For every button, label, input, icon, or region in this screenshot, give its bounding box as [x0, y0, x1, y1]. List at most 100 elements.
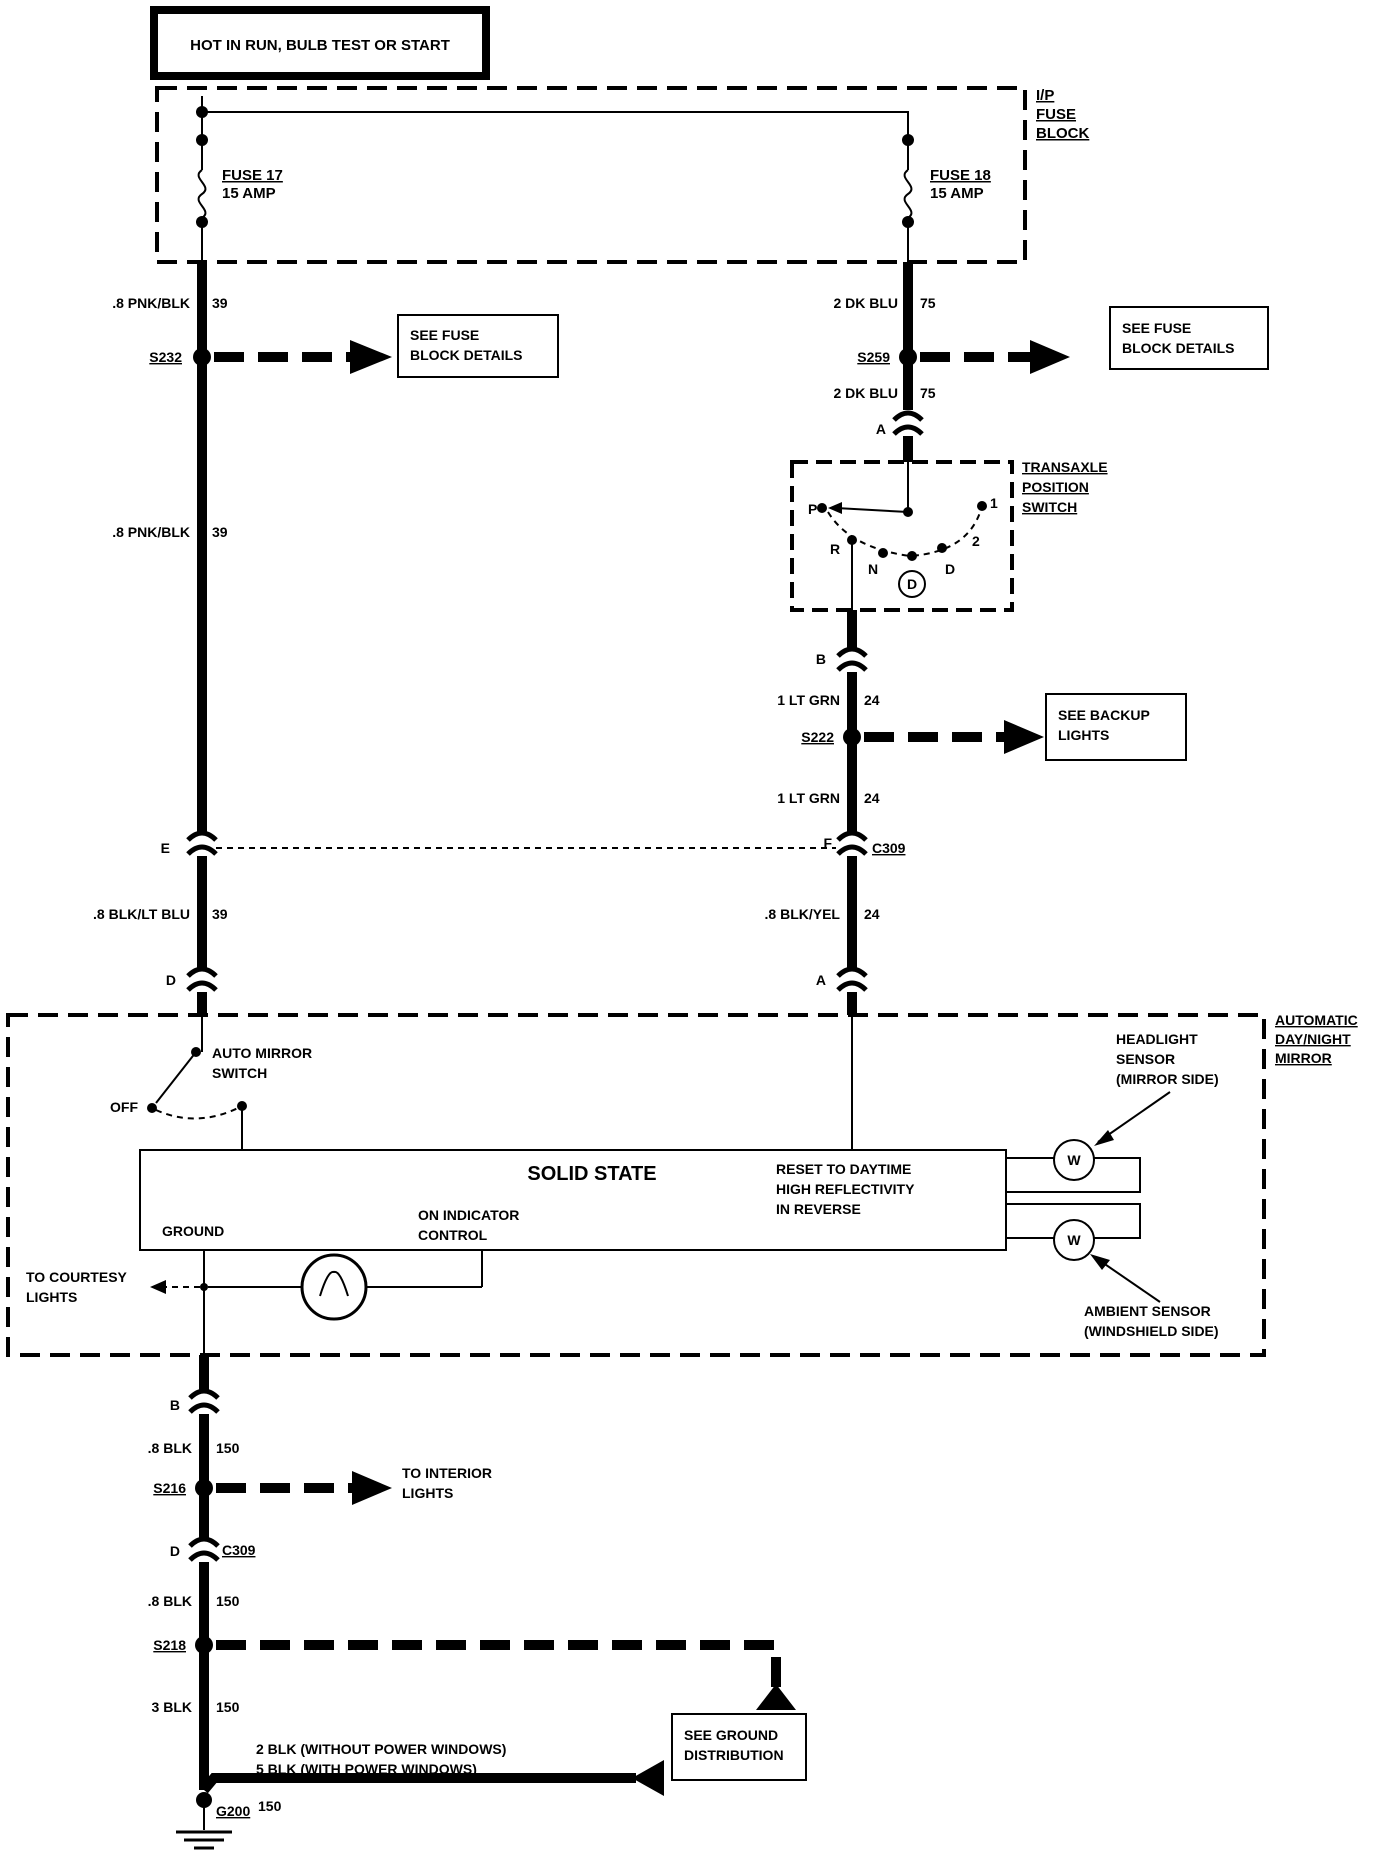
ref-box-fuse-right	[1109, 306, 1269, 370]
svg-text:AMBIENT SENSOR: AMBIENT SENSOR	[1084, 1303, 1211, 1319]
svg-text:75: 75	[920, 385, 936, 401]
connector-f-symbol	[836, 830, 868, 856]
connector-b2-symbol	[188, 1388, 220, 1414]
svg-text:24: 24	[864, 692, 880, 708]
svg-text:SWITCH: SWITCH	[212, 1065, 267, 1081]
svg-text:SEE GROUND: SEE GROUND	[684, 1727, 778, 1743]
wire-label: .8 PNK/BLK	[112, 295, 190, 311]
splice-s218-dot	[195, 1636, 213, 1654]
svg-text:LIGHTS: LIGHTS	[26, 1289, 77, 1305]
svg-text:LIGHTS: LIGHTS	[402, 1485, 453, 1501]
ambient-sensor-icon	[1053, 1219, 1095, 1261]
fuse-block-outline	[155, 86, 1027, 264]
svg-text:SEE BACKUP: SEE BACKUP	[1058, 707, 1150, 723]
arrow-left-icon	[632, 1760, 664, 1796]
svg-text:.8 BLK/YEL: .8 BLK/YEL	[765, 906, 841, 922]
svg-text:.8 BLK: .8 BLK	[148, 1440, 192, 1456]
header-box: HOT IN RUN, BULB TEST OR START	[150, 6, 490, 80]
svg-text:(MIRROR SIDE): (MIRROR SIDE)	[1116, 1071, 1219, 1087]
splice-s232: S232	[149, 349, 182, 365]
svg-text:.8 BLK: .8 BLK	[148, 1593, 192, 1609]
ground-circuit: B .8 BLK 150 S216 TO INTERIOR LIGHTS D C…	[148, 1355, 807, 1850]
arrow-right-icon	[352, 1471, 392, 1505]
connector-c309: C309	[872, 840, 906, 856]
fuse-18-rating: 15 AMP	[930, 185, 984, 202]
svg-text:W: W	[1067, 1232, 1081, 1248]
svg-text:SOLID STATE: SOLID STATE	[527, 1163, 656, 1185]
fuse-bus-bar	[201, 96, 909, 140]
connector-d2-symbol	[188, 1536, 220, 1562]
indicator-lamp-icon	[300, 1253, 368, 1321]
arrow-right-icon	[1030, 340, 1070, 374]
svg-text:FUSE: FUSE	[1036, 106, 1076, 123]
svg-text:CONTROL: CONTROL	[418, 1227, 488, 1243]
right-circuit-lower: B 1 LT GRN 24 S222 SEE BACKUP LIGHTS 1 L…	[765, 610, 1187, 1150]
svg-text:TRANSAXLE: TRANSAXLE	[1022, 459, 1108, 475]
svg-text:.8 BLK/LT BLU: .8 BLK/LT BLU	[93, 906, 190, 922]
svg-text:POSITION: POSITION	[1022, 479, 1089, 495]
svg-text:HEADLIGHT: HEADLIGHT	[1116, 1031, 1198, 1047]
svg-text:24: 24	[864, 906, 880, 922]
svg-text:BLOCK DETAILS: BLOCK DETAILS	[1122, 340, 1235, 356]
svg-text:2: 2	[972, 533, 980, 549]
headlight-sensor-icon	[1053, 1139, 1095, 1181]
svg-text:150: 150	[216, 1593, 240, 1609]
svg-text:150: 150	[216, 1699, 240, 1715]
svg-text:1 LT GRN: 1 LT GRN	[777, 790, 840, 806]
svg-text:24: 24	[864, 790, 880, 806]
svg-text:AUTO MIRROR: AUTO MIRROR	[212, 1045, 312, 1061]
ground-g200: G200	[216, 1803, 250, 1819]
splice-s216-dot	[195, 1479, 213, 1497]
svg-text:N: N	[868, 561, 878, 577]
svg-text:2 BLK (WITHOUT POWER WINDOWS): 2 BLK (WITHOUT POWER WINDOWS)	[256, 1741, 506, 1757]
ref-box-fuse-left	[397, 314, 559, 378]
svg-text:1: 1	[990, 495, 998, 511]
svg-text:3 BLK: 3 BLK	[152, 1699, 192, 1715]
splice-s259-dot	[899, 348, 917, 366]
svg-text:P: P	[808, 501, 817, 517]
connector-c309-lower: C309	[222, 1542, 256, 1558]
splice-s218: S218	[153, 1637, 186, 1653]
svg-text:D: D	[907, 576, 917, 592]
circuit-number: 39	[212, 295, 228, 311]
svg-text:150: 150	[258, 1798, 282, 1814]
svg-text:ON INDICATOR: ON INDICATOR	[418, 1207, 519, 1223]
connector-d-symbol	[186, 966, 218, 992]
svg-text:SENSOR: SENSOR	[1116, 1051, 1175, 1067]
svg-text:B: B	[170, 1397, 180, 1413]
ref-box-ground	[671, 1713, 807, 1781]
svg-text:SEE FUSE: SEE FUSE	[410, 327, 479, 343]
fuse-17-name: FUSE 17	[222, 167, 283, 184]
pin-f: F	[823, 835, 832, 851]
pin-e: E	[161, 840, 170, 856]
drive-position-circle	[898, 570, 926, 598]
connector-a2-symbol	[836, 966, 868, 992]
splice-s216: S216	[153, 1480, 186, 1496]
svg-text:BLOCK DETAILS: BLOCK DETAILS	[410, 347, 523, 363]
arrow-right-icon	[1004, 720, 1044, 754]
svg-text:B: B	[816, 651, 826, 667]
svg-text:SWITCH: SWITCH	[1022, 499, 1077, 515]
svg-text:75: 75	[920, 295, 936, 311]
splice-s222: S222	[801, 729, 834, 745]
splice-s259: S259	[857, 349, 890, 365]
transaxle-position-switch: TRANSAXLE POSITION SWITCH P R N D D 1 2	[790, 459, 1108, 612]
arrow-icon	[1094, 1130, 1114, 1146]
svg-text:150: 150	[216, 1440, 240, 1456]
header-title: HOT IN RUN, BULB TEST OR START	[190, 37, 450, 54]
svg-text:39: 39	[212, 524, 228, 540]
splice-s222-dot	[843, 728, 861, 746]
svg-text:TO COURTESY: TO COURTESY	[26, 1269, 128, 1285]
right-circuit: 2 DK BLU 75 S259 SEE FUSE BLOCK DETAILS …	[833, 262, 1269, 462]
junction-dot	[200, 1283, 208, 1291]
fuse-block-label: I/P FUSE BLOCK	[1036, 87, 1089, 142]
arrow-right-icon	[350, 340, 392, 374]
svg-text:TO INTERIOR: TO INTERIOR	[402, 1465, 492, 1481]
svg-text:IN REVERSE: IN REVERSE	[776, 1201, 861, 1217]
svg-text:.8 PNK/BLK: .8 PNK/BLK	[112, 524, 190, 540]
svg-text:2 DK BLU: 2 DK BLU	[833, 385, 898, 401]
svg-text:D: D	[170, 1543, 180, 1559]
svg-text:RESET TO DAYTIME: RESET TO DAYTIME	[776, 1161, 911, 1177]
svg-text:39: 39	[212, 906, 228, 922]
